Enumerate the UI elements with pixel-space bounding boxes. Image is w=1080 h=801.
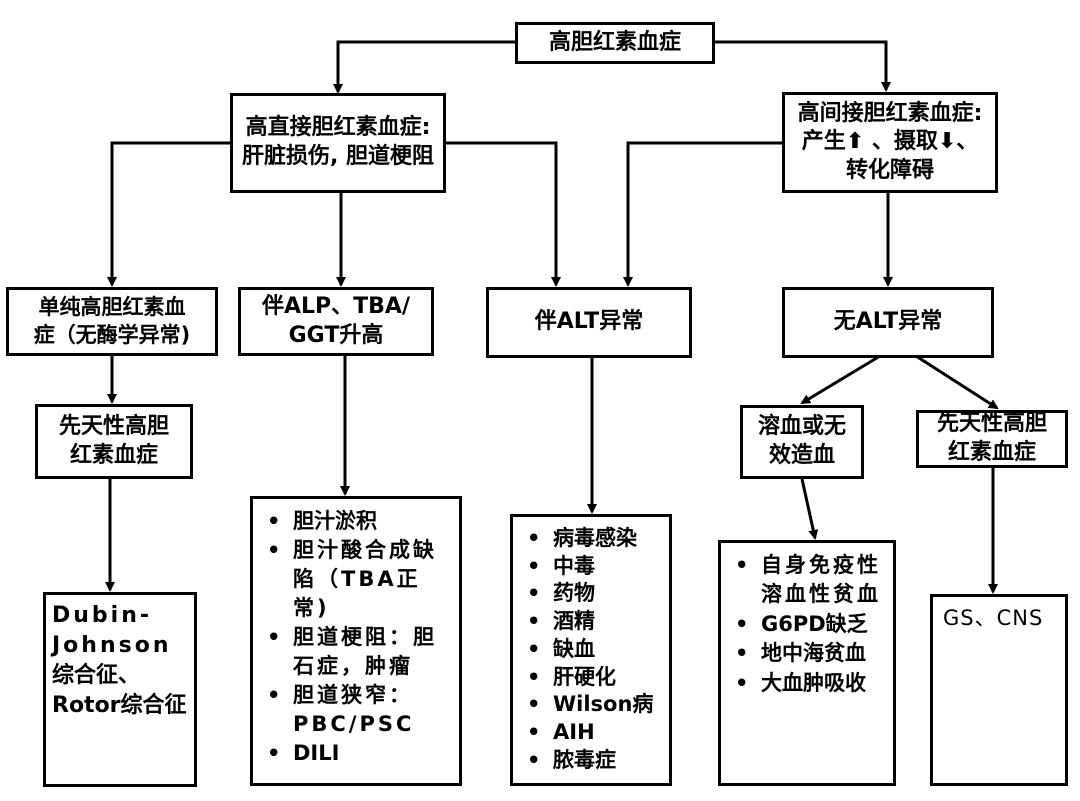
no-alt-label: 无ALT异常 (833, 309, 943, 335)
indirect-line3: 转化障碍 (845, 157, 934, 183)
dubin-line3: 综合征、 (52, 662, 141, 688)
congenital-left-line1: 先天性高胆 (58, 413, 169, 439)
list-item: 药物 (523, 580, 661, 608)
dubin-line4: Rotor综合征 (52, 692, 187, 718)
direct-line2: 肝脏损伤, 胆道梗阻 (241, 144, 435, 169)
arrow-root-to-indirect (713, 40, 891, 92)
hemolysis-line1: 溶血或无 (757, 414, 846, 440)
list-item: 胆道狭窄：PBC/PSC (263, 681, 451, 739)
list-item: G6PD缺乏 (731, 610, 885, 640)
list-item: AIH (523, 719, 661, 747)
gs-cns-box: GS、CNS (930, 594, 1068, 786)
list-item: 胆汁酸合成缺陷（TBA正常) (263, 536, 451, 623)
list-item: 胆道梗阻：胆石症，肿瘤 (263, 623, 451, 681)
list-item: 缺血 (523, 636, 661, 664)
root-label: 高胆红素血症 (548, 29, 681, 55)
gs-cns-label: GS、CNS (943, 606, 1044, 630)
list-item: Wilson病 (523, 691, 661, 719)
hemolysis-list: 自身免疫性溶血性贫血 G6PD缺乏 地中海贫血 大血肿吸收 (731, 551, 885, 698)
list-item: 大血肿吸收 (731, 669, 885, 699)
alp-line1: 伴ALP、TBA/ (261, 293, 410, 319)
congenital-right-line1: 先天性高胆 (936, 411, 1047, 437)
direct-bilirubin-box: 高直接胆红素血症: 肝脏损伤, 胆道梗阻 (230, 93, 446, 193)
arrow-direct-to-simple (107, 141, 232, 287)
indirect-bilirubin-box: 高间接胆红素血症: 产生⬆ 、摄取⬇、 转化障碍 (782, 92, 998, 193)
alt-causes-list: 病毒感染 中毒 药物 酒精 缺血 肝硬化 Wilson病 AIH 脓毒症 (523, 525, 661, 774)
congenital-left-line2: 红素血症 (69, 442, 158, 468)
alt-causes-list-box: 病毒感染 中毒 药物 酒精 缺血 肝硬化 Wilson病 AIH 脓毒症 (510, 514, 672, 786)
root-box: 高胆红素血症 (515, 22, 715, 64)
simple-hyperbilirubinemia-box: 单纯高胆红素血 症（无酶学异常) (6, 287, 218, 356)
list-item: 病毒感染 (523, 525, 661, 553)
alt-abnormal-box: 伴ALT异常 (486, 287, 692, 358)
congenital-left-box: 先天性高胆 红素血症 (35, 404, 193, 479)
no-alt-abnormal-box: 无ALT异常 (782, 287, 994, 358)
list-item: 酒精 (523, 608, 661, 636)
indirect-line1: 高间接胆红素血症: (797, 101, 983, 127)
list-item: 中毒 (523, 553, 661, 581)
indirect-line2: 产生⬆ 、摄取⬇、 (801, 129, 979, 155)
hemolysis-list-box: 自身免疫性溶血性贫血 G6PD缺乏 地中海贫血 大血肿吸收 (718, 540, 896, 786)
list-item: 自身免疫性溶血性贫血 (731, 551, 885, 610)
arrow-direct-to-alt (444, 141, 561, 287)
direct-line1: 高直接胆红素血症: (245, 115, 431, 141)
alp-line2: GGT升高 (288, 322, 384, 348)
alp-tba-ggt-box: 伴ALP、TBA/ GGT升高 (238, 287, 434, 356)
arrow-hemolysis-to-list (800, 478, 819, 540)
list-item: 脓毒症 (523, 747, 661, 775)
congenital-right-box: 先天性高胆 红素血症 (916, 410, 1068, 468)
simple-line1: 单纯高胆红素血 (38, 295, 186, 320)
arrow-root-to-direct (333, 40, 515, 94)
simple-line2: 症（无酶学异常) (33, 322, 191, 347)
list-item: 地中海贫血 (731, 639, 885, 669)
arrow-noalt-to-congenital (915, 354, 999, 410)
hemolysis-line2: 效造血 (768, 443, 835, 468)
dubin-line2: Johnson (52, 632, 172, 658)
arrow-indirect-to-alt (623, 141, 784, 287)
cholestasis-list-box: 胆汁淤积 胆汁酸合成缺陷（TBA正常) 胆道梗阻：胆石症，肿瘤 胆道狭窄：PBC… (250, 496, 462, 786)
list-item: 肝硬化 (523, 664, 661, 692)
congenital-right-line2: 红素血症 (947, 440, 1036, 465)
list-item: 胆汁淤积 (263, 507, 451, 536)
dubin-johnson-box: Dubin- Johnson 综合征、 Rotor综合征 (43, 592, 197, 787)
arrow-noalt-to-hemolysis (800, 354, 881, 405)
list-item: DILI (263, 739, 451, 768)
cholestasis-list: 胆汁淤积 胆汁酸合成缺陷（TBA正常) 胆道梗阻：胆石症，肿瘤 胆道狭窄：PBC… (263, 507, 451, 768)
dubin-line1: Dubin- (52, 603, 153, 628)
hemolysis-box: 溶血或无 效造血 (740, 405, 864, 479)
alt-abnormal-label: 伴ALT异常 (534, 309, 644, 335)
